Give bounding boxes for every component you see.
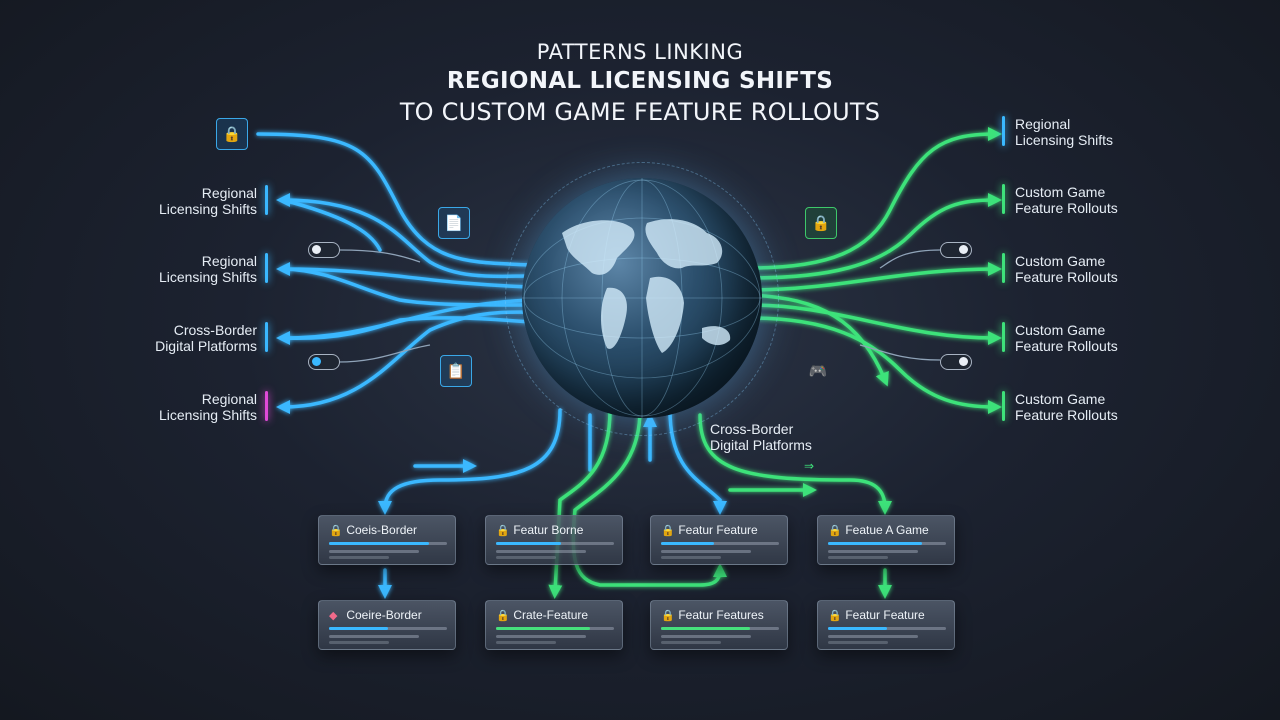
card-top-4-progress — [828, 542, 923, 545]
wire-blue-5 — [276, 310, 532, 414]
card-top-1[interactable]: 🔒 Coeis-Border — [318, 515, 456, 565]
left-label-4-accent — [265, 391, 268, 421]
toggle-switch[interactable] — [940, 242, 972, 258]
lock-icon: 🔒 — [496, 525, 510, 537]
card-top-1-progress — [329, 542, 430, 545]
lock-icon: 🔒 — [828, 525, 842, 537]
center-label: Cross-Border Digital Platforms — [710, 421, 812, 453]
link-icon: ⇒ — [804, 459, 815, 473]
card-bottom-3-label: Featur Features — [678, 608, 764, 622]
diagram-title-line-2: REGIONAL LICENSING SHIFTS — [446, 68, 834, 94]
lock-icon: 🔒 — [329, 525, 343, 537]
wire-thin-1 — [339, 249, 421, 263]
card-top-3-progress — [661, 542, 715, 545]
card-bottom-4-progress — [828, 627, 887, 630]
lock-icon: 🔒 — [496, 610, 510, 622]
wire-thin-3 — [879, 249, 941, 269]
card-bottom-1-label: Coeire-Border — [346, 608, 422, 622]
right-label-3-accent — [1002, 253, 1005, 283]
card-bottom-3-progress — [661, 627, 750, 630]
lock-icon: 🔒 — [828, 610, 842, 622]
wire-blue-2 — [276, 193, 532, 279]
wire-green-1 — [748, 127, 1002, 270]
left-label-3-accent — [265, 322, 268, 352]
diagram-title-line-1: PATTERNS LINKING — [536, 40, 744, 64]
wire-green-5 — [748, 316, 1002, 414]
card-top-2-progress — [496, 542, 561, 545]
toggle-switch[interactable] — [308, 354, 340, 370]
lock-icon: 🔒 — [805, 207, 837, 239]
card-bottom-2-progress — [496, 627, 591, 630]
card-top-3-label: Featur Feature — [678, 523, 758, 537]
wire-blue-8 — [281, 316, 532, 341]
toggle-switch[interactable] — [308, 242, 340, 258]
toggle-switch[interactable] — [940, 354, 972, 370]
card-bottom-4-label: Featur Feature — [845, 608, 925, 622]
diagram-title-line-3: TO CUSTOM GAME FEATURE ROLLOUTS — [399, 98, 881, 126]
wire-blue-7 — [281, 267, 532, 307]
globe-orbit-ring — [505, 162, 779, 436]
card-bottom-3[interactable]: 🔒 Featur Features — [650, 600, 788, 650]
card-bottom-4[interactable]: 🔒 Featur Feature — [817, 600, 955, 650]
card-top-3[interactable]: 🔒 Featur Feature — [650, 515, 788, 565]
card-top-2-label: Featur Borne — [513, 523, 584, 537]
wire-green-9 — [698, 413, 892, 515]
right-label-5-accent — [1002, 391, 1005, 421]
wire-green-2 — [748, 193, 1002, 280]
diamond-icon: ◆ — [329, 610, 338, 622]
wire-thin-4 — [859, 344, 941, 361]
document-icon: 📄 — [438, 207, 470, 239]
right-label-1-accent — [1002, 116, 1005, 146]
lock-icon: 🔒 — [661, 525, 675, 537]
wire-blue-3 — [276, 262, 532, 289]
lock-icon: 🔒 — [216, 118, 248, 150]
document-icon: 📋 — [440, 355, 472, 387]
card-top-2[interactable]: 🔒 Featur Borne — [485, 515, 623, 565]
card-bottom-2-label: Crate-Feature — [513, 608, 589, 622]
card-top-4-label: Featue A Game — [845, 523, 929, 537]
right-label-4-accent — [1002, 322, 1005, 352]
lock-icon: 🔒 — [661, 610, 675, 622]
wire-thin-2 — [337, 344, 431, 363]
wire-green-4 — [748, 303, 1002, 345]
card-top-1-label: Coeis-Border — [346, 523, 418, 537]
left-label-1-accent — [265, 185, 268, 215]
globe-icon — [522, 178, 762, 418]
wire-green-3 — [748, 262, 1002, 292]
card-top-4[interactable]: 🔒 Featue A Game — [817, 515, 955, 565]
card-bottom-1[interactable]: ◆ Coeire-Border — [318, 600, 456, 650]
card-bottom-2[interactable]: 🔒 Crate-Feature — [485, 600, 623, 650]
wire-blue-6 — [281, 198, 382, 252]
wire-blue-9 — [378, 408, 562, 515]
wire-blue-1 — [256, 132, 532, 267]
left-label-2-accent — [265, 253, 268, 283]
gamepad-icon: 🎮 — [808, 363, 828, 380]
right-label-2-accent — [1002, 184, 1005, 214]
card-bottom-1-progress — [329, 627, 388, 630]
